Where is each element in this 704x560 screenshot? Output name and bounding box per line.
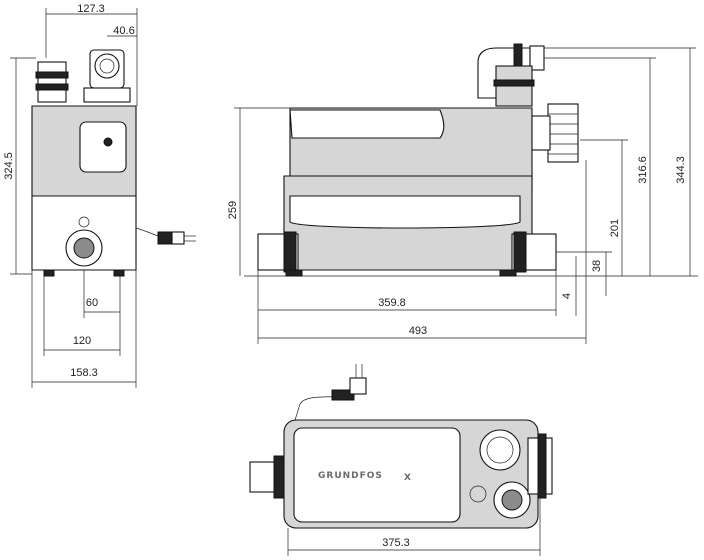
top-outlet-ring: [479, 429, 521, 471]
side-foot-left: [285, 269, 303, 277]
side-inlet-left-ring: [283, 231, 297, 273]
side-rear-bellows: [547, 103, 579, 163]
front-vent: [78, 216, 90, 228]
front-view: 127.3 40.6 324.5 60 120 158.3: [3, 3, 196, 388]
side-foot-right: [499, 269, 517, 277]
front-right-port-circle: [94, 53, 120, 79]
dim-side-height-outlet-mid: 316.6: [637, 156, 649, 184]
dim-side-length-inner: 359.8: [378, 297, 406, 309]
top-small-port: [469, 485, 487, 503]
side-lid-top-panel: [289, 109, 445, 139]
dim-side-foot: 4: [561, 293, 573, 299]
side-bellows-ribs: [548, 113, 578, 155]
side-rear-port: [531, 115, 551, 151]
top-vent-core: [501, 489, 523, 511]
dim-front-total-width: 158.3: [70, 367, 98, 379]
top-lid: [293, 427, 461, 523]
top-plug-body: [331, 389, 355, 401]
front-inlet-core: [73, 237, 95, 259]
front-plug-head: [171, 231, 185, 245]
front-outlet-collar: [83, 87, 131, 103]
dim-front-top-width: 127.3: [77, 3, 105, 15]
dim-top-length: 375.3: [382, 537, 410, 549]
dim-side-length-total: 493: [409, 325, 427, 337]
top-outlet-right-ring: [537, 433, 547, 499]
top-plug-head: [349, 377, 367, 395]
dim-front-inlet-offset: 60: [86, 297, 98, 309]
dim-side-height-outlet-low: 201: [609, 219, 621, 237]
front-foot-left: [43, 269, 55, 277]
top-inlet-left-ring: [273, 455, 285, 499]
dim-side-height-body: 259: [227, 201, 239, 219]
side-view: 259 344.3 316.6 201 38 4 359.8 493: [227, 43, 698, 344]
front-screw: [103, 137, 113, 147]
top-view: GRUNDFOS X 375.3: [249, 364, 553, 556]
top-brand-logo: GRUNDFOS: [318, 471, 383, 481]
side-outlet-collar-ring: [493, 79, 535, 87]
front-left-port: [37, 61, 67, 103]
front-plug: [157, 231, 173, 245]
dim-front-base-width: 120: [73, 335, 91, 347]
front-left-port-ring: [35, 71, 69, 79]
front-right-port-inner: [99, 58, 115, 74]
dim-front-height: 324.5: [3, 152, 15, 180]
dim-front-outlet-width: 40.6: [113, 25, 134, 37]
side-body-band: [289, 195, 521, 229]
dim-side-inlet-height: 38: [591, 260, 603, 272]
front-left-port-ring-2: [35, 83, 69, 91]
front-foot-right: [113, 269, 125, 277]
side-inlet-right-ring: [513, 231, 527, 273]
front-access-panel: [79, 121, 127, 173]
dim-side-height-outlet-top: 344.3: [675, 156, 687, 184]
top-outlet-inner: [486, 436, 514, 464]
top-brand-mark: X: [404, 473, 412, 483]
